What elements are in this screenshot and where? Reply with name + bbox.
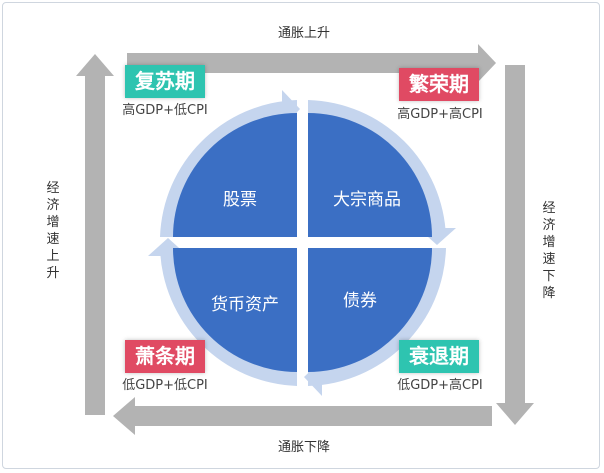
quadrant-bonds: [308, 248, 432, 372]
phase-recovery-condition: 高GDP+低CPI: [122, 103, 208, 118]
quadrant-stocks: [173, 113, 297, 237]
ring-top-right: [308, 100, 446, 237]
phase-boom-condition: 高GDP+高CPI: [397, 107, 483, 122]
phase-recovery: 复苏期: [125, 65, 205, 98]
asset-commodities: 大宗商品: [333, 190, 401, 210]
phase-recession-condition: 低GDP+高CPI: [397, 378, 483, 393]
axis-label-top: 通胀上升: [278, 26, 331, 41]
diagram-frame: [2, 2, 600, 469]
axis-label-bottom: 通胀下降: [278, 440, 331, 455]
ring-bottom-left: [160, 248, 297, 386]
asset-stocks: 股票: [223, 190, 257, 210]
arrow-right-down: [496, 65, 534, 425]
axis-label-left: 经济增速上升: [46, 181, 60, 281]
quadrant-commodities: [308, 113, 432, 237]
asset-bonds: 债券: [343, 291, 377, 311]
axis-label-right: 经济增速下降: [542, 201, 556, 301]
asset-cash: 货币资产: [211, 295, 279, 315]
quadrant-cash: [173, 248, 297, 372]
arrow-left-up: [76, 54, 114, 415]
phase-recession: 衰退期: [399, 340, 479, 373]
arrow-bottom-left: [113, 397, 492, 435]
phase-depression-condition: 低GDP+低CPI: [122, 378, 208, 393]
phase-depression: 萧条期: [125, 340, 205, 373]
phase-boom: 繁荣期: [399, 68, 479, 101]
